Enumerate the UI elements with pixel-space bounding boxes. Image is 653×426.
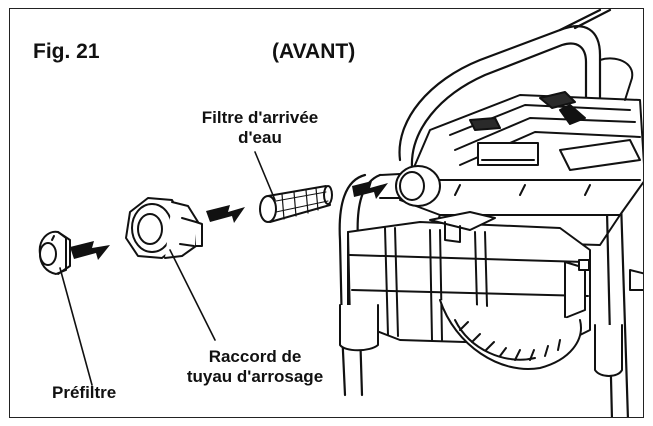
water-inlet-filter-line-1: Filtre d'arrivée (201, 108, 319, 127)
prefilter-callout: Préfiltre (52, 383, 117, 402)
direction-arrows (70, 181, 388, 260)
view-label: (AVANT) (272, 40, 356, 63)
hose-connector-line-2: tuyau d'arrosage (186, 367, 324, 386)
figure-number: Fig. 21 (33, 40, 100, 63)
arrow-into-inlet (352, 181, 388, 199)
water-inlet-filter-line-2: d'eau (238, 128, 282, 147)
water-inlet-filter-callout: Filtre d'arrivée d'eau (170, 108, 350, 148)
leader-lines (59, 151, 276, 386)
prefilter-part (38, 230, 71, 275)
hose-connector-part (125, 197, 203, 259)
water-inlet-filter-part (259, 185, 333, 223)
machine-water-inlet (379, 165, 441, 207)
arrow-connector-to-prefilter (70, 241, 110, 260)
leader-prefilter (59, 267, 93, 386)
hose-connector-callout: Raccord de tuyau d'arrosage (165, 347, 345, 387)
arrow-filter-to-connector (206, 205, 245, 223)
leader-connector (169, 249, 216, 341)
leader-filter (254, 151, 276, 201)
machine-wheel (439, 299, 582, 370)
machine-body (399, 57, 643, 246)
hose-connector-line-1: Raccord de (208, 347, 302, 366)
machine-feet (339, 269, 643, 377)
